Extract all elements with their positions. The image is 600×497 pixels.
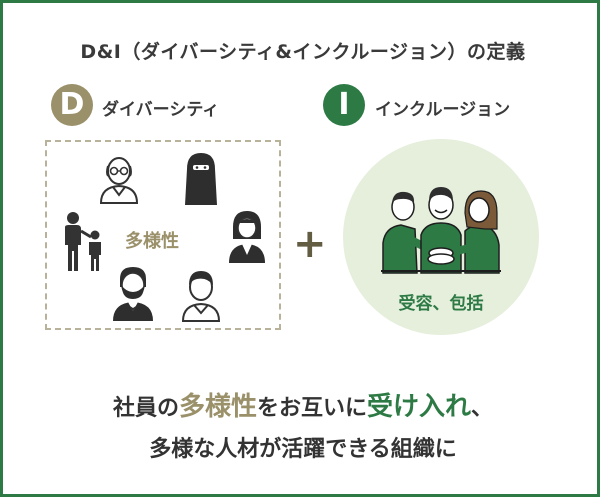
young-person-icon — [181, 271, 221, 322]
diversity-box — [45, 140, 281, 330]
inclusion-badge: I — [323, 84, 365, 126]
page-title: D&I（ダイバーシティ&インクルージョン）の定義 — [80, 41, 526, 63]
message-highlight-diversity: 多様性 — [178, 392, 257, 422]
bearded-man-icon — [113, 267, 153, 321]
message-line-1: 社員の多様性をお互いに受け入れ、 — [3, 386, 600, 423]
message-text: 、 — [471, 396, 494, 421]
diversity-center-label: 多様性 — [125, 231, 179, 252]
team-handstack-icon — [381, 187, 501, 274]
woman-icon — [229, 211, 265, 263]
parent-child-icon — [65, 212, 101, 271]
inclusion-label: インクルージョン — [375, 100, 511, 120]
diversity-label: ダイバーシティ — [102, 100, 220, 120]
message-highlight-accept: 受け入れ — [367, 392, 472, 422]
diversity-badge: D — [51, 84, 93, 126]
plus-sign: + — [293, 221, 327, 267]
message-text: をお互いに — [256, 396, 367, 421]
message-text: 社員の — [112, 396, 179, 421]
message-line-2: 多様な人材が活躍できる組織に — [149, 437, 457, 462]
veiled-woman-icon — [185, 153, 217, 205]
inclusion-caption: 受容、包括 — [398, 294, 484, 314]
elderly-person-icon — [99, 157, 139, 204]
